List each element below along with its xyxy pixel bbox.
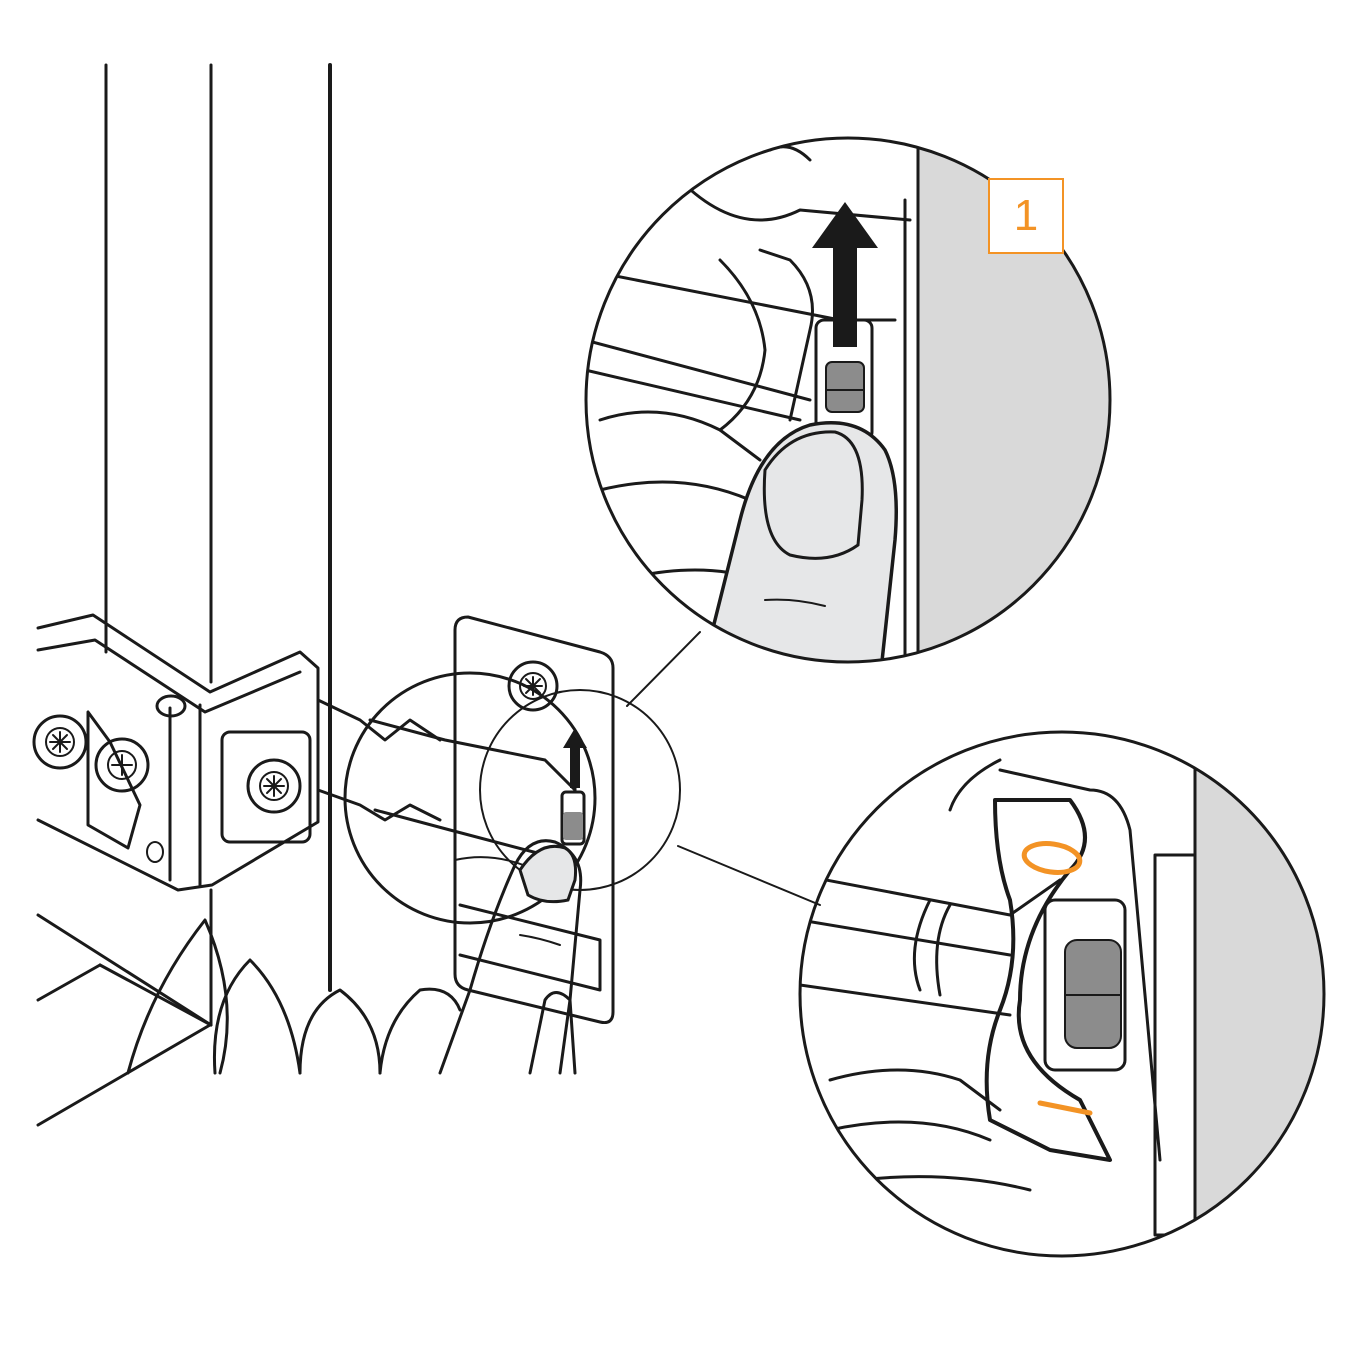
hand bbox=[126, 839, 583, 1075]
cabinet-frame bbox=[36, 63, 332, 1127]
up-arrow-icon bbox=[812, 202, 878, 347]
up-arrow-icon bbox=[563, 728, 587, 788]
hinge-screw-middle bbox=[94, 737, 150, 793]
hinge-screw-right bbox=[246, 758, 302, 814]
bar-icon bbox=[1037, 1100, 1093, 1116]
hinge-screw-left bbox=[32, 714, 88, 770]
hinge-cup bbox=[343, 671, 597, 925]
hinge-mounting-plate bbox=[453, 615, 615, 1024]
detail-view-top bbox=[584, 136, 1112, 664]
open-ring-icon bbox=[1021, 841, 1083, 875]
detail-view-bottom bbox=[798, 730, 1326, 1258]
step-number-badge: 1 bbox=[988, 178, 1064, 254]
release-clip-closeup bbox=[1064, 939, 1122, 1049]
thumb-top bbox=[698, 421, 898, 662]
hinge-arm bbox=[32, 613, 442, 892]
release-clip-large bbox=[825, 361, 865, 413]
